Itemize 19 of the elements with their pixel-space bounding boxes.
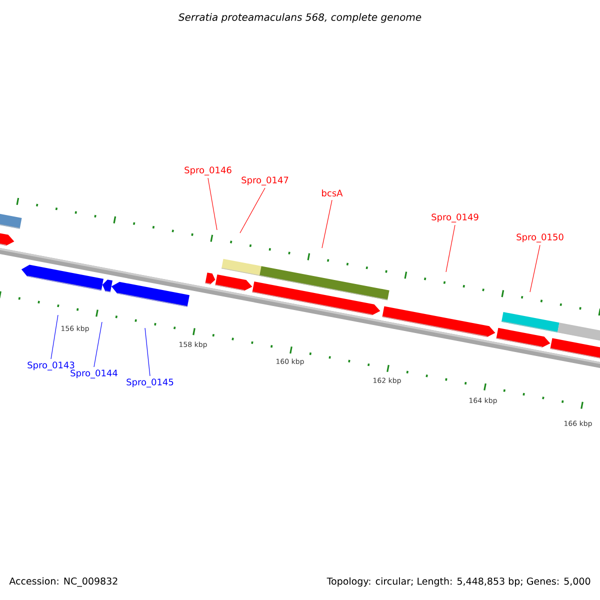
leader-line	[94, 322, 102, 368]
title: Serratia proteamaculans 568, complete genome	[178, 13, 422, 23]
accession-text: Accession: NC_009832	[9, 577, 118, 587]
leader-line	[446, 224, 456, 272]
gene-label: Spro_0146	[184, 166, 232, 176]
leader-line	[322, 200, 332, 248]
gene-label: Spro_0145	[126, 378, 174, 388]
leader-line	[240, 188, 266, 234]
leader-line	[530, 244, 540, 292]
leader-line	[50, 314, 58, 360]
gene-label: bcsA	[322, 190, 343, 196]
gene-label: Spro_0147	[242, 176, 288, 186]
leader-line	[144, 328, 150, 376]
genome-info-text: Topology: circular; Length: 5,448,853 bp; Genes: 5,000	[326, 577, 590, 587]
gene-label: Spro_0144	[70, 370, 118, 378]
leader-line	[208, 178, 218, 230]
gene-label: Spro_0150	[516, 234, 564, 242]
gene-label: Spro_0143	[28, 362, 74, 370]
gene-label: Spro_0149	[432, 214, 478, 222]
